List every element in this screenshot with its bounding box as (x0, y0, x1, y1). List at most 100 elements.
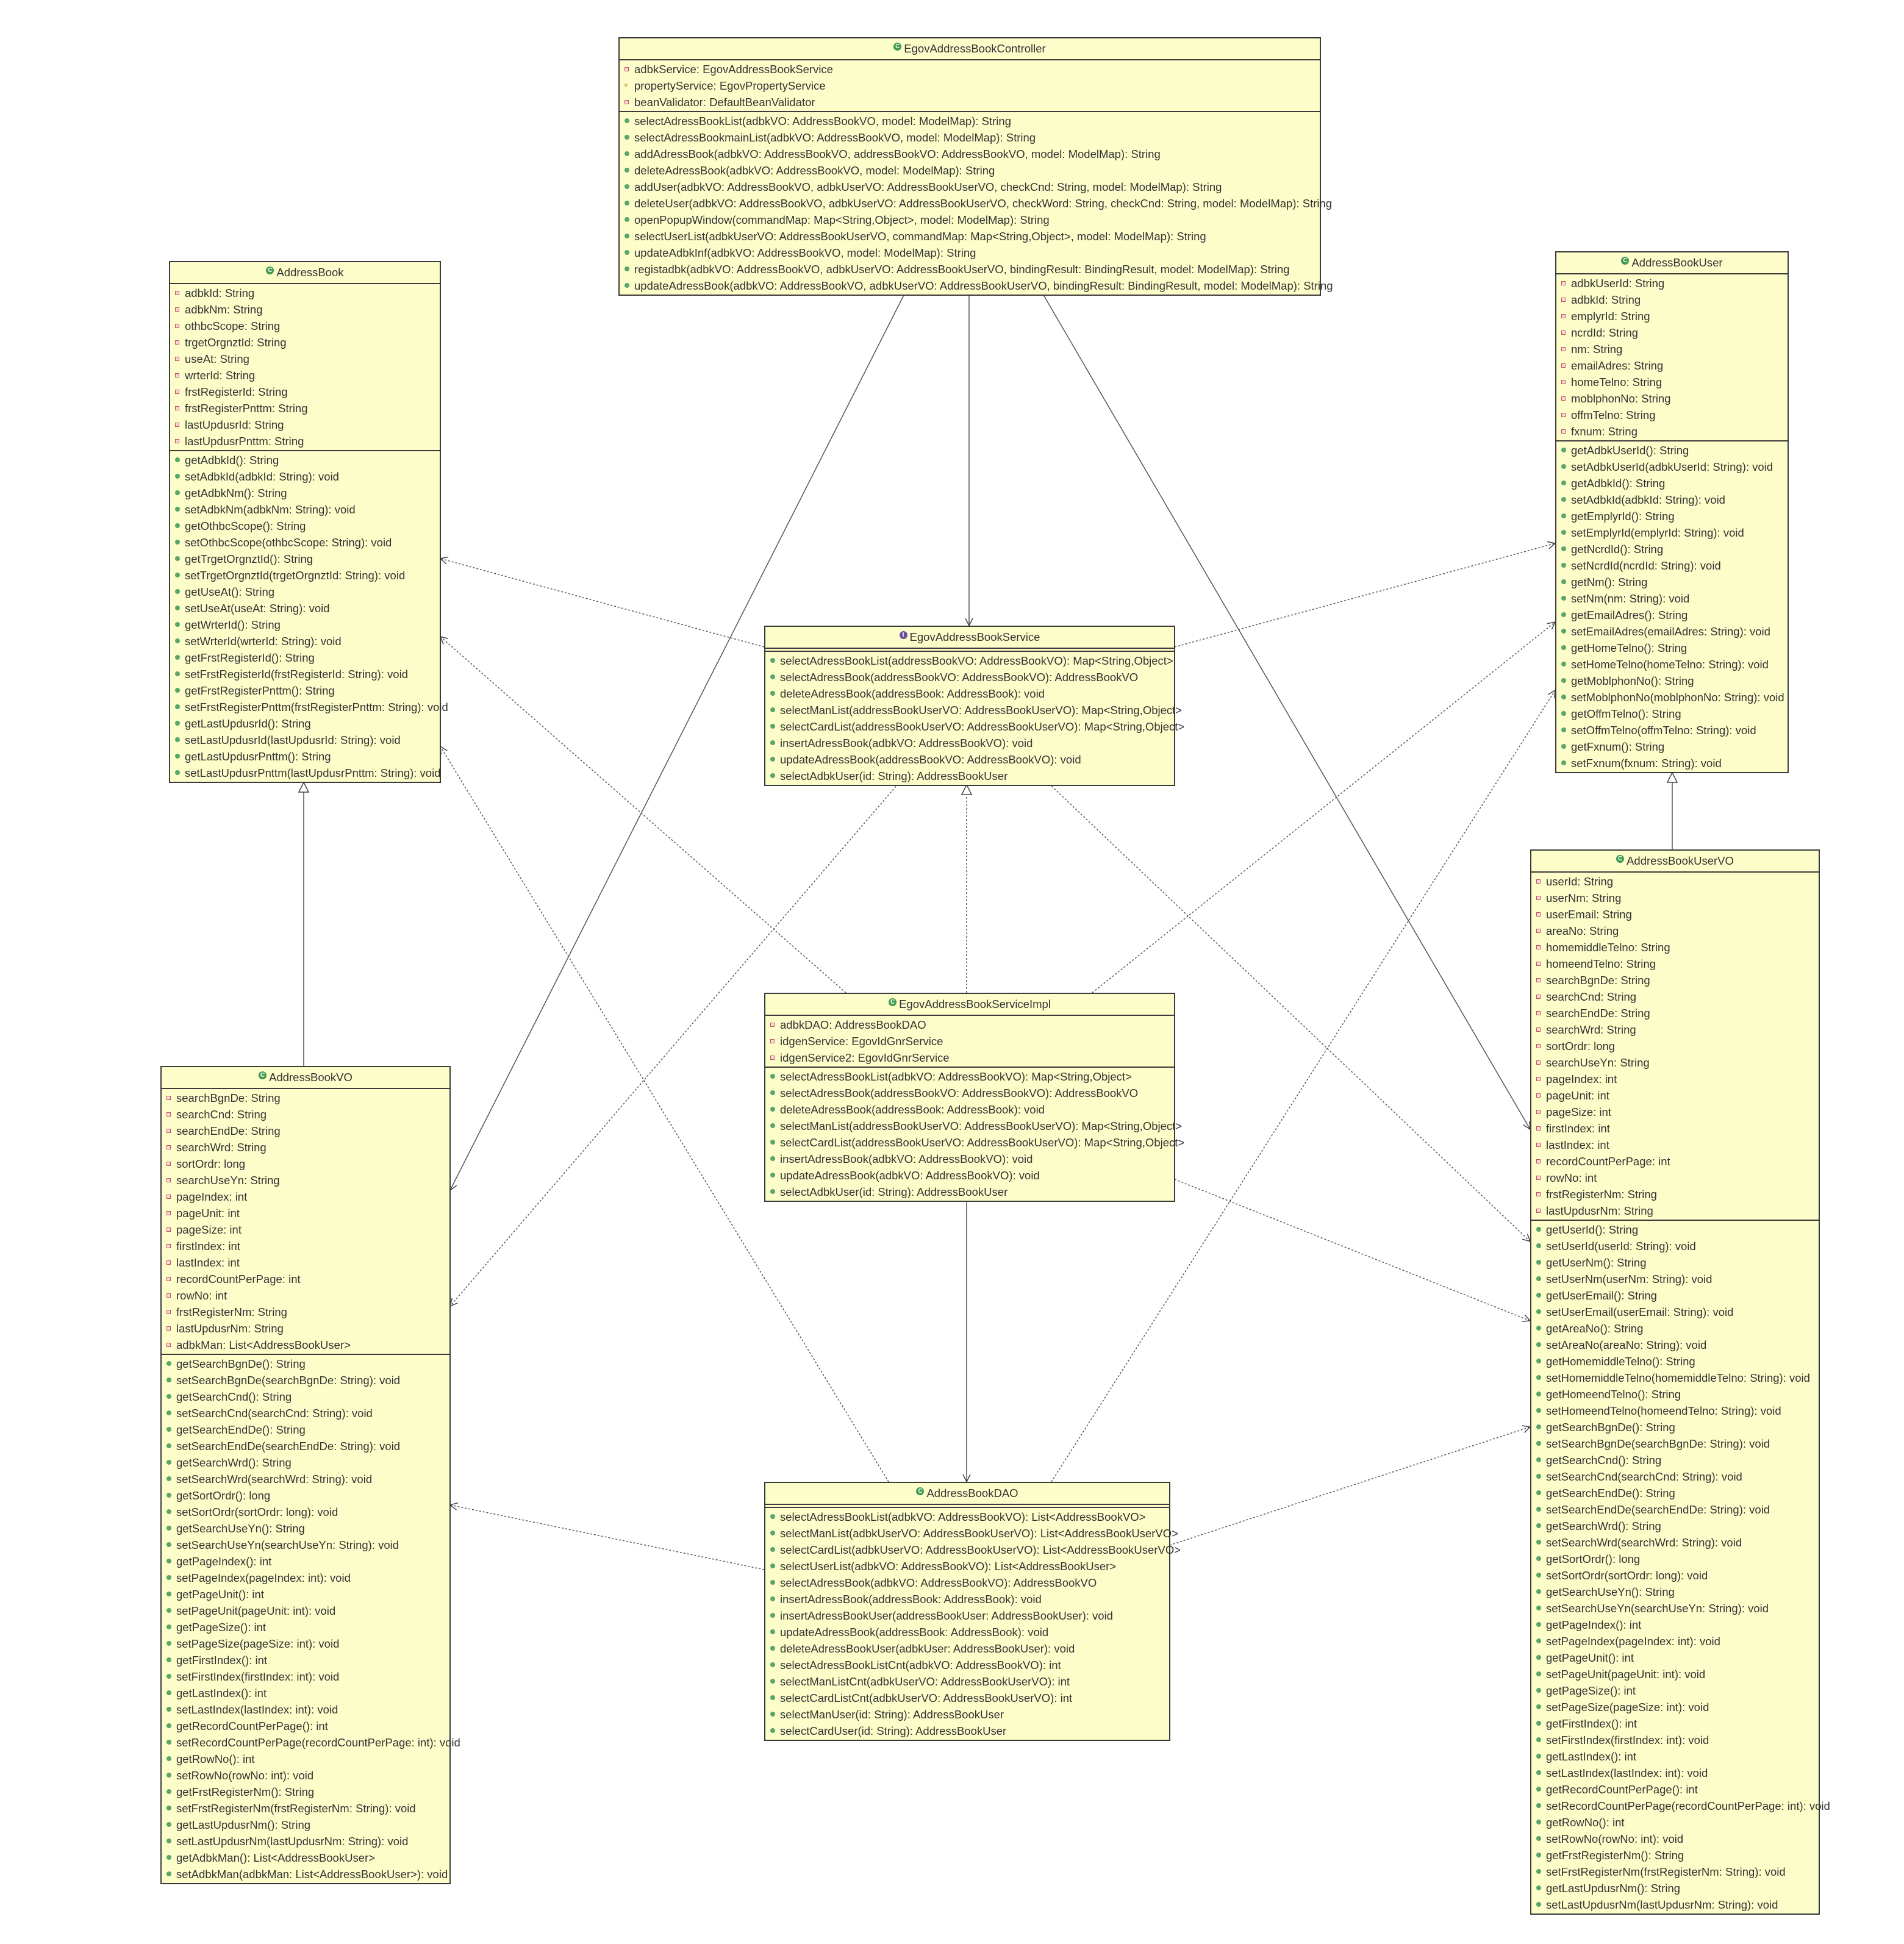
method-row[interactable]: getAdbkId(): String (1556, 475, 1788, 491)
method-row[interactable]: setLastUpdusrNm(lastUpdusrNm: String): v… (1531, 1896, 1819, 1913)
field-row[interactable]: searchBgnDe: String (162, 1090, 449, 1106)
method-row[interactable]: getFirstIndex(): int (162, 1652, 449, 1668)
method-row[interactable]: setAdbkId(adbkId: String): void (1556, 491, 1788, 508)
method-row[interactable]: getUseAt(): String (170, 584, 440, 600)
method-row[interactable]: setSearchUseYn(searchUseYn: String): voi… (162, 1537, 449, 1553)
method-row[interactable]: deleteAdressBook(addressBook: AddressBoo… (765, 1101, 1174, 1118)
method-row[interactable]: selectAdbkUser(id: String): AddressBookU… (765, 1184, 1174, 1200)
method-row[interactable]: setSearchEndDe(searchEndDe: String): voi… (162, 1438, 449, 1454)
method-row[interactable]: insertAdressBook(adbkVO: AddressBookVO):… (765, 735, 1174, 751)
method-row[interactable]: getUserNm(): String (1531, 1254, 1819, 1271)
method-row[interactable]: getFrstRegisterId(): String (170, 649, 440, 666)
method-row[interactable]: setSearchWrd(searchWrd: String): void (1531, 1534, 1819, 1551)
method-row[interactable]: getSearchEndDe(): String (162, 1421, 449, 1438)
method-row[interactable]: getFrstRegisterNm(): String (1531, 1847, 1819, 1864)
field-row[interactable]: adbkDAO: AddressBookDAO (765, 1017, 1174, 1033)
method-row[interactable]: setRowNo(rowNo: int): void (1531, 1831, 1819, 1847)
method-row[interactable]: selectAdressBookList(addressBookVO: Addr… (765, 652, 1174, 669)
method-row[interactable]: setFirstIndex(firstIndex: int): void (1531, 1732, 1819, 1748)
field-row[interactable]: userEmail: String (1531, 906, 1819, 923)
method-row[interactable]: setPageUnit(pageUnit: int): void (162, 1603, 449, 1619)
field-row[interactable]: lastUpdusrNm: String (162, 1320, 449, 1337)
method-row[interactable]: getFrstRegisterPnttm(): String (170, 682, 440, 699)
method-row[interactable]: setAdbkUserId(adbkUserId: String): void (1556, 459, 1788, 475)
field-row[interactable]: useAt: String (170, 351, 440, 367)
method-row[interactable]: setHomeTelno(homeTelno: String): void (1556, 656, 1788, 673)
method-row[interactable]: getAdbkUserId(): String (1556, 442, 1788, 459)
method-row[interactable]: getRowNo(): int (1531, 1814, 1819, 1831)
method-row[interactable]: selectUserList(adbkUserVO: AddressBookUs… (620, 228, 1320, 245)
method-row[interactable]: getLastUpdusrId(): String (170, 715, 440, 732)
method-row[interactable]: selectManList(adbkUserVO: AddressBookUse… (765, 1525, 1178, 1542)
method-row[interactable]: getSearchWrd(): String (162, 1454, 449, 1471)
method-row[interactable]: setSearchUseYn(searchUseYn: String): voi… (1531, 1600, 1819, 1617)
method-row[interactable]: setRowNo(rowNo: int): void (162, 1767, 449, 1784)
method-row[interactable]: selectManUser(id: String): AddressBookUs… (765, 1706, 1169, 1723)
method-row[interactable]: getAreaNo(): String (1531, 1320, 1819, 1337)
method-row[interactable]: getRecordCountPerPage(): int (162, 1718, 449, 1734)
method-row[interactable]: setSearchCnd(searchCnd: String): void (1531, 1468, 1819, 1485)
method-row[interactable]: setEmplyrId(emplyrId: String): void (1556, 524, 1788, 541)
field-row[interactable]: idgenService2: EgovIdGnrService (765, 1049, 1174, 1066)
method-row[interactable]: getSearchCnd(): String (162, 1388, 449, 1405)
method-row[interactable]: getTrgetOrgnztId(): String (170, 551, 440, 567)
field-row[interactable]: adbkId: String (1556, 291, 1788, 308)
field-row[interactable]: rowNo: int (1531, 1170, 1819, 1186)
method-row[interactable]: getNm(): String (1556, 574, 1788, 590)
method-row[interactable]: registadbk(adbkVO: AddressBookVO, adbkUs… (620, 261, 1320, 277)
method-row[interactable]: setFrstRegisterNm(frstRegisterNm: String… (162, 1800, 449, 1817)
method-row[interactable]: getWrterId(): String (170, 616, 440, 633)
method-row[interactable]: getSearchWrd(): String (1531, 1518, 1819, 1534)
method-row[interactable]: getFxnum(): String (1556, 738, 1788, 755)
field-row[interactable]: recordCountPerPage: int (162, 1271, 449, 1287)
method-row[interactable]: getPageIndex(): int (1531, 1617, 1819, 1633)
method-row[interactable]: getRecordCountPerPage(): int (1531, 1781, 1819, 1798)
method-row[interactable]: getHomemiddleTelno(): String (1531, 1353, 1819, 1370)
field-row[interactable]: areaNo: String (1531, 923, 1819, 939)
method-row[interactable]: insertAdressBook(adbkVO: AddressBookVO):… (765, 1151, 1174, 1167)
method-row[interactable]: getRowNo(): int (162, 1751, 449, 1767)
method-row[interactable]: getNcrdId(): String (1556, 541, 1788, 557)
method-row[interactable]: getSearchCnd(): String (1531, 1452, 1819, 1468)
method-row[interactable]: deleteUser(adbkVO: AddressBookVO, adbkUs… (620, 195, 1332, 212)
method-row[interactable]: getLastUpdusrNm(): String (162, 1817, 449, 1833)
field-row[interactable]: searchCnd: String (1531, 988, 1819, 1005)
method-row[interactable]: setPageUnit(pageUnit: int): void (1531, 1666, 1819, 1682)
field-row[interactable]: emailAdres: String (1556, 357, 1788, 374)
field-row[interactable]: adbkId: String (170, 285, 440, 301)
method-row[interactable]: setAdbkNm(adbkNm: String): void (170, 501, 440, 518)
method-row[interactable]: setSearchCnd(searchCnd: String): void (162, 1405, 449, 1421)
field-row[interactable]: homemiddleTelno: String (1531, 939, 1819, 956)
method-row[interactable]: setNm(nm: String): void (1556, 590, 1788, 607)
method-row[interactable]: openPopupWindow(commandMap: Map<String,O… (620, 212, 1320, 228)
field-row[interactable]: lastUpdusrNm: String (1531, 1202, 1819, 1219)
method-row[interactable]: getSearchBgnDe(): String (162, 1356, 449, 1372)
field-row[interactable]: sortOrdr: long (162, 1156, 449, 1172)
field-row[interactable]: searchBgnDe: String (1531, 972, 1819, 988)
method-row[interactable]: getPageSize(): int (162, 1619, 449, 1635)
field-row[interactable]: lastUpdusrId: String (170, 416, 440, 433)
method-row[interactable]: getSearchUseYn(): String (1531, 1584, 1819, 1600)
method-row[interactable]: deleteAdressBook(adbkVO: AddressBookVO, … (620, 162, 1320, 179)
method-row[interactable]: selectAdbkUser(id: String): AddressBookU… (765, 768, 1174, 784)
field-row[interactable]: emplyrId: String (1556, 308, 1788, 324)
method-row[interactable]: selectAdressBookmainList(adbkVO: Address… (620, 129, 1320, 146)
field-row[interactable]: frstRegisterPnttm: String (170, 400, 440, 416)
field-row[interactable]: idgenService: EgovIdGnrService (765, 1033, 1174, 1049)
method-row[interactable]: setUserEmail(userEmail: String): void (1531, 1304, 1819, 1320)
method-row[interactable]: setMoblphonNo(moblphonNo: String): void (1556, 689, 1788, 706)
field-row[interactable]: ncrdId: String (1556, 324, 1788, 341)
method-row[interactable]: getPageUnit(): int (162, 1586, 449, 1603)
field-row[interactable]: firstIndex: int (162, 1238, 449, 1254)
method-row[interactable]: selectAdressBook(addressBookVO: AddressB… (765, 669, 1174, 685)
method-row[interactable]: getFirstIndex(): int (1531, 1715, 1819, 1732)
field-row[interactable]: searchEndDe: String (162, 1123, 449, 1139)
method-row[interactable]: selectCardList(addressBookUserVO: Addres… (765, 718, 1184, 735)
method-row[interactable]: selectUserList(adbkVO: AddressBookVO): L… (765, 1558, 1169, 1574)
field-row[interactable]: propertyService: EgovPropertyService (620, 77, 1320, 94)
